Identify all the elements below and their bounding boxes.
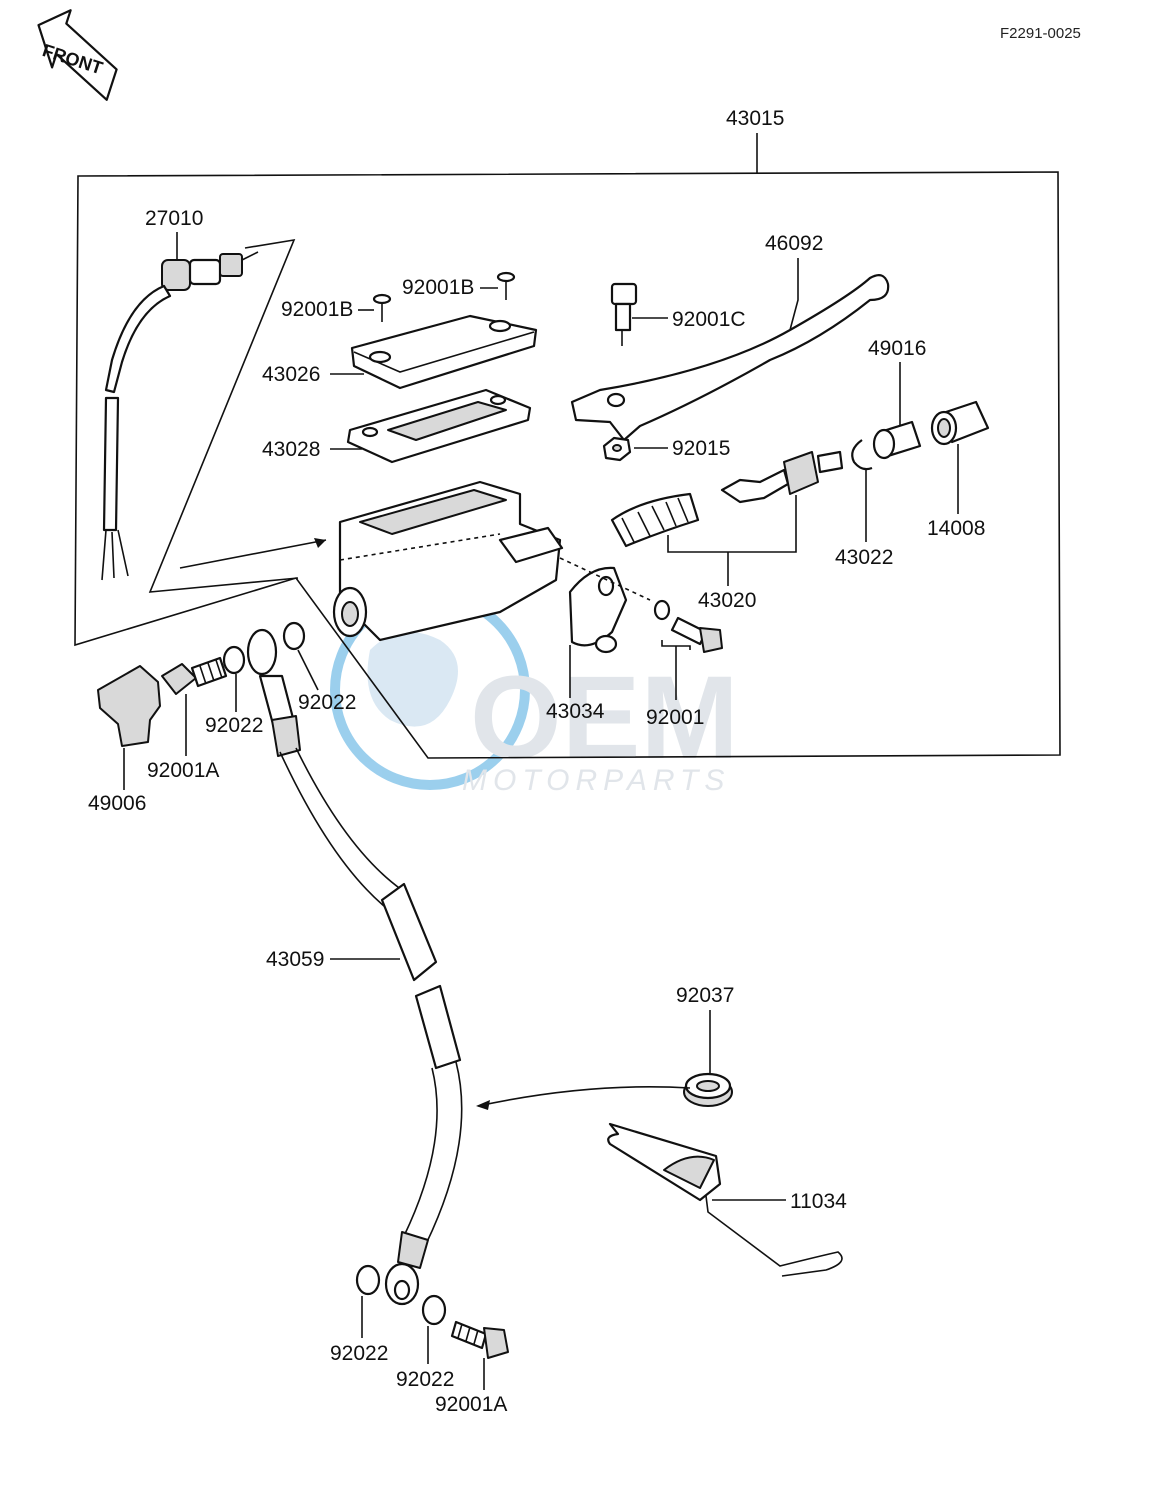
piston-assembly-43020 [610, 450, 844, 548]
label-92001c: 92001C [672, 308, 746, 331]
label-43020: 43020 [698, 589, 756, 612]
screw-92001b-left [372, 293, 392, 322]
watermark-brand: OEM [470, 652, 739, 784]
diagram-code: F2291-0025 [1000, 25, 1081, 42]
boot-49016 [872, 420, 922, 460]
label-92022-d: 92022 [396, 1368, 454, 1391]
label-43059: 43059 [266, 948, 324, 971]
label-43015: 43015 [726, 107, 784, 130]
assembly-outline [74, 171, 1061, 759]
label-43022: 43022 [835, 546, 893, 569]
reservoir-cap-43026 [350, 314, 538, 390]
front-arrow-icon: FRONT [37, 9, 118, 101]
washer-92022-b [222, 645, 246, 675]
grommet-92037 [683, 1072, 733, 1107]
label-92015: 92015 [672, 437, 730, 460]
circlip-43022 [851, 439, 873, 471]
label-46092: 46092 [765, 232, 823, 255]
label-43034: 43034 [546, 700, 605, 723]
pivot-bolt-92001c [610, 282, 638, 346]
washer-92022-d [421, 1294, 447, 1326]
label-43028: 43028 [262, 438, 320, 461]
brake-lever-46092 [570, 273, 890, 442]
label-27010: 27010 [145, 207, 203, 230]
label-49006: 49006 [88, 792, 146, 815]
label-92001b-left: 92001B [281, 298, 353, 321]
label-11034: 11034 [790, 1190, 847, 1213]
banjo-bolt-92001a-top [161, 656, 228, 695]
brake-switch-27010 [101, 232, 327, 593]
watermark: OEM MOTORPARTS [330, 590, 739, 797]
label-92022-a: 92022 [298, 691, 356, 714]
nut-92015 [602, 436, 632, 462]
label-92001b-right: 92001B [402, 276, 474, 299]
bleeder-cap-49006 [97, 665, 161, 747]
label-92022-b: 92022 [205, 714, 263, 737]
bracket-11034 [607, 1122, 843, 1277]
label-92022-c: 92022 [330, 1342, 388, 1365]
brake-hose-43059 [246, 628, 463, 1306]
clamp-43034 [559, 557, 651, 654]
label-92037: 92037 [676, 984, 734, 1007]
label-49016: 49016 [868, 337, 926, 360]
washer-92022-a [282, 621, 306, 651]
push-rod-guide-14008 [930, 400, 990, 446]
label-14008: 14008 [927, 517, 985, 540]
label-92001a-top: 92001A [147, 759, 219, 782]
label-43026: 43026 [262, 363, 320, 386]
screw-92001b-right [496, 271, 516, 300]
label-92001a-bottom: 92001A [435, 1393, 507, 1416]
watermark-subtitle: MOTORPARTS [462, 764, 730, 797]
label-92001: 92001 [646, 706, 704, 729]
washer-92022-c [355, 1264, 381, 1296]
master-cylinder-body [332, 480, 564, 642]
banjo-bolt-92001a-bottom [450, 1320, 509, 1359]
diaphragm-43028 [346, 388, 532, 464]
bolt-92001 [653, 599, 723, 653]
